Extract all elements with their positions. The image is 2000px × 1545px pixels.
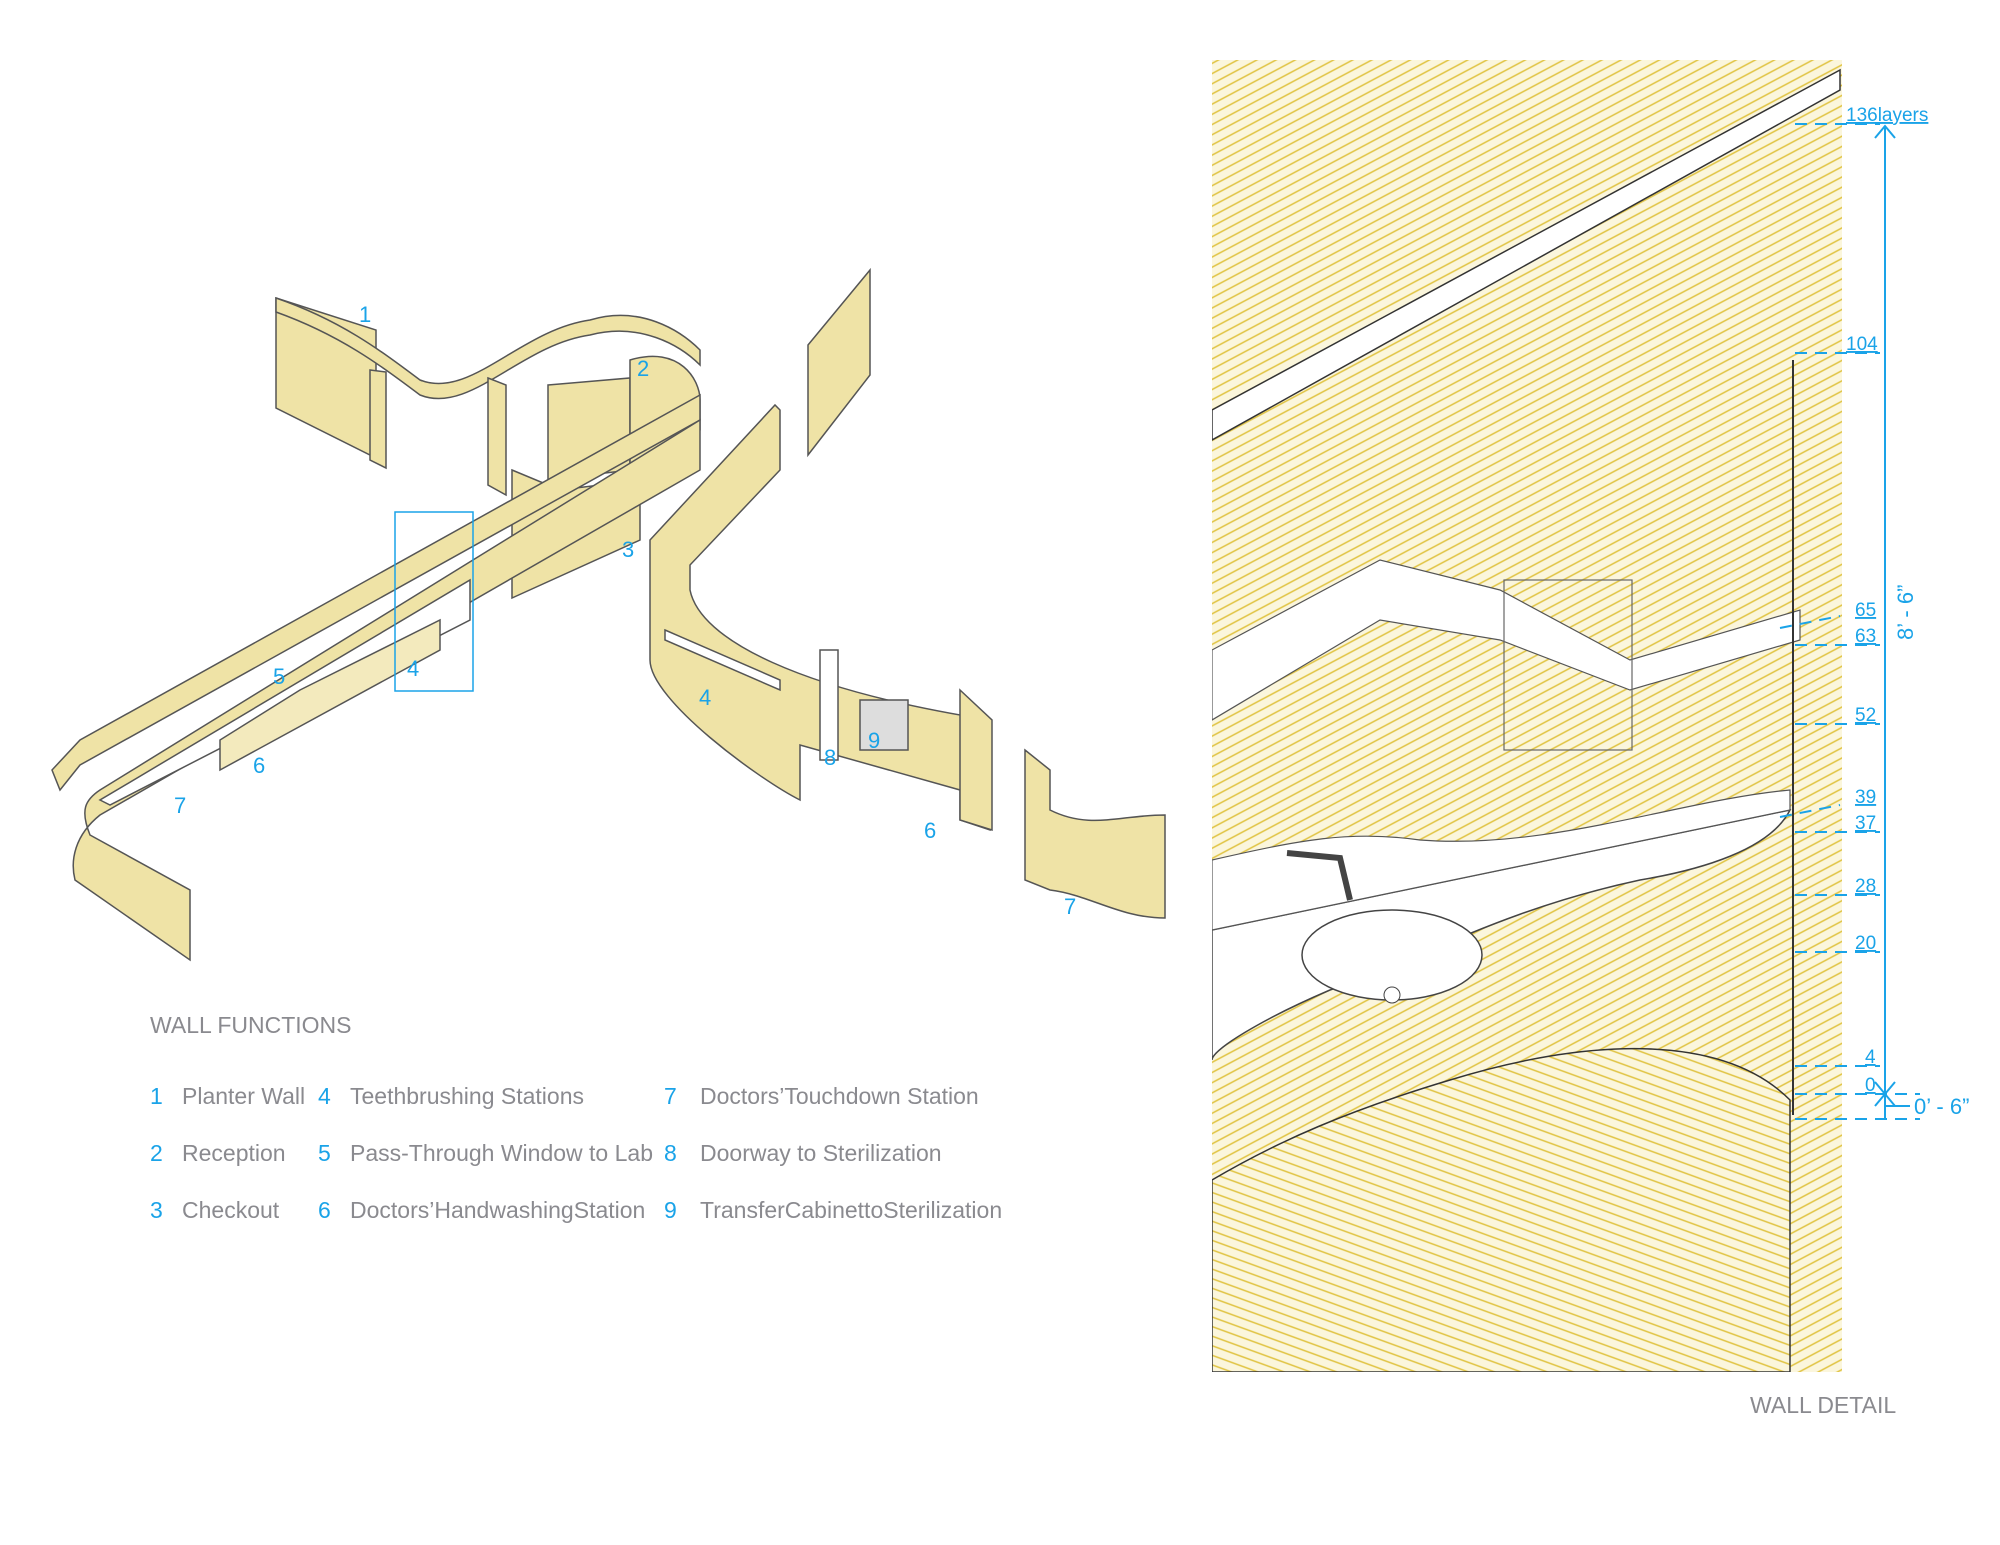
planter-wall-band — [275, 296, 701, 400]
free-panel — [807, 267, 871, 458]
layer-label-4: 4 — [1865, 1047, 1876, 1068]
layer-label-37: 37 — [1855, 813, 1876, 834]
legend-label: TransferCabinettoSterilization — [700, 1197, 1003, 1223]
legend-label: Doctors’HandwashingStation — [350, 1197, 646, 1223]
callout-6: 6 — [924, 818, 936, 843]
legend-num: 9 — [664, 1197, 677, 1223]
legend-num: 8 — [664, 1140, 677, 1166]
layer-labels: 136layers 104 65 63 52 39 37 28 20 4 0 0… — [1846, 105, 1969, 1119]
callout-7: 7 — [1064, 894, 1076, 919]
right-counter — [664, 628, 781, 692]
layer-label-52: 52 — [1855, 705, 1876, 726]
legend-label: Teethbrushing Stations — [350, 1083, 584, 1109]
callout-2: 2 — [637, 356, 649, 381]
long-wall-cabinets — [219, 618, 441, 772]
callout-8: 8 — [824, 745, 836, 770]
wall-post — [369, 369, 387, 470]
legend-num: 1 — [150, 1083, 163, 1109]
sink-drain — [1383, 986, 1401, 1004]
layer-label-63: 63 — [1855, 626, 1876, 647]
legend-label: Pass-Through Window to Lab — [350, 1140, 653, 1166]
wall-detail-title: WALL DETAIL — [1750, 1392, 1897, 1418]
legend-num: 2 — [150, 1140, 163, 1166]
legend-num: 6 — [318, 1197, 331, 1223]
transfer-cabinet — [859, 699, 909, 751]
height-dimension — [1874, 124, 1910, 1118]
sterilization-doorway — [819, 649, 839, 761]
selection-frame — [394, 511, 474, 692]
legend-label: Planter Wall — [182, 1083, 306, 1109]
layer-dimensions — [1779, 123, 1920, 1120]
callout-4: 4 — [699, 685, 711, 710]
legend-label: Reception — [182, 1140, 286, 1166]
legend-label: Checkout — [182, 1197, 280, 1223]
callout-4: 4 — [407, 656, 419, 681]
lower-wall — [1212, 1048, 1791, 1372]
faucet — [1286, 850, 1353, 901]
layer-label-0: 0 — [1865, 1075, 1876, 1096]
right-l-wall — [649, 403, 991, 832]
layer-label-136: 136layers — [1846, 105, 1928, 126]
sink-counter — [1212, 808, 1792, 1061]
callouts-left: 1 2 3 4 5 6 7 — [174, 302, 649, 818]
height-dimension-label: 8’ - 6” — [1893, 585, 1918, 640]
layer-label-104: 104 — [1846, 334, 1878, 355]
long-wall-face — [72, 418, 701, 962]
touchdown-wall — [1024, 748, 1166, 919]
legend-num: 3 — [150, 1197, 163, 1223]
access-panel — [1503, 579, 1633, 751]
legend-num: 4 — [318, 1083, 331, 1109]
base-dimension-label: 0’ - 6” — [1914, 1094, 1969, 1119]
callout-5: 5 — [273, 664, 285, 689]
layer-label-39: 39 — [1855, 787, 1876, 808]
wall-assembly-left — [51, 267, 1166, 962]
legend-label: Doctors’Touchdown Station — [700, 1083, 979, 1109]
layer-label-28: 28 — [1855, 876, 1876, 897]
callout-3: 3 — [622, 537, 634, 562]
long-wall-counter — [98, 578, 471, 806]
callout-7: 7 — [174, 793, 186, 818]
legend-num: 7 — [664, 1083, 677, 1109]
legend-title: WALL FUNCTIONS — [150, 1012, 352, 1038]
callouts-right: 4 8 9 6 7 — [699, 685, 1076, 919]
upper-recess — [1212, 559, 1801, 721]
callout-1: 1 — [359, 302, 371, 327]
counter-top — [1212, 789, 1791, 931]
wall-functions-legend: WALL FUNCTIONS 1 Planter Wall 4 Teethbrush… — [150, 1012, 1002, 1224]
callout-6: 6 — [253, 753, 265, 778]
callout-9: 9 — [868, 728, 880, 753]
right-end-wall — [959, 688, 993, 832]
wall-post — [487, 376, 507, 497]
wall-detail — [1212, 60, 1842, 1372]
layer-label-20: 20 — [1855, 933, 1876, 954]
legend-label: Doorway to Sterilization — [700, 1140, 942, 1166]
legend-num: 5 — [318, 1140, 331, 1166]
soffit — [1212, 68, 1841, 441]
layer-label-65: 65 — [1855, 600, 1876, 621]
